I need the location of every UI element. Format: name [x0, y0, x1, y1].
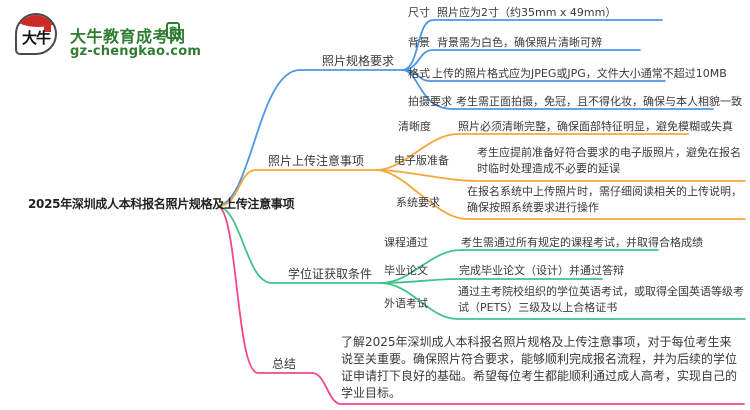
connector-upload-clarity: [375, 133, 689, 171]
node-size-label: 尺寸: [408, 6, 430, 19]
node-clarity-desc: 照片必须清晰完整，确保面部特征明显，避免模糊或失真: [458, 120, 733, 133]
logo-title: 大牛教育成考网: [70, 27, 186, 46]
connector-degree-thesis: [379, 278, 603, 284]
connector-degree-language: [379, 282, 746, 320]
node-eversion-label: 电子版准备: [394, 154, 449, 167]
node-eversion-desc: 考生应提前准备好符合要求的电子版照片，避免在报名时临时处理造成不必要的延误: [477, 146, 741, 175]
connector-upload-eversion: [375, 169, 746, 182]
node-thesis-desc: 完成毕业论文（设计）并通过答辩: [459, 264, 624, 277]
logo-bubble-icon: 大牛: [15, 13, 57, 55]
site-logo: 大牛 大牛教育成考网 章 gz-chengkao.com: [13, 11, 233, 61]
logo-stamp-icon: 章: [166, 22, 180, 39]
node-system-desc: 在报名系统中上传照片时，需仔细阅读相关的上传说明，确保按照系统要求进行操作: [467, 185, 742, 214]
node-course-desc: 考生需通过所有规定的课程考试，并取得合格成绩: [461, 236, 703, 249]
node-language-label: 外语考试: [384, 297, 428, 310]
node-system-label: 系统要求: [396, 196, 440, 209]
node-background-desc: 背景需为白色，确保照片清晰可辨: [437, 36, 602, 49]
connector-specs-size: [401, 19, 663, 71]
node-shooting-label: 拍摄要求: [408, 95, 452, 108]
node-thesis-label: 毕业论文: [384, 264, 428, 277]
branch-degree-label: 学位证获取条件: [288, 267, 373, 281]
connector-summary-text: [311, 372, 745, 405]
connector-upload-system: [375, 169, 746, 220]
node-format-label: 格式: [408, 67, 430, 80]
node-background-label: 背景: [408, 36, 430, 49]
logo-url: gz-chengkao.com: [70, 44, 202, 59]
branch-summary-label: 总结: [272, 357, 297, 371]
connector-specs-background: [401, 49, 641, 71]
connector-specs: [217, 69, 403, 207]
connector-degree-course: [379, 249, 659, 284]
node-course-label: 课程通过: [384, 236, 428, 249]
node-format-desc: 上传的照片格式应为JPEG或JPG，文件大小通常不超过10MB: [432, 67, 727, 80]
summary-text: 了解2025年深圳成人本科报名照片规格及上传注意事项，对于每位考生来说至关重要。…: [341, 335, 738, 400]
logo-bubble-text: 大牛: [21, 29, 51, 47]
connector-upload: [217, 169, 377, 207]
logo-hat-shape: [17, 15, 55, 27]
connector-specs-shooting: [401, 69, 714, 110]
branch-upload-label: 照片上传注意事项: [268, 154, 365, 168]
logo-seal-dot: [44, 25, 51, 32]
connector-degree: [217, 205, 381, 284]
branch-specs-label: 照片规格要求: [322, 54, 395, 68]
node-clarity-label: 清晰度: [398, 120, 431, 133]
node-shooting-desc: 考生需正面拍摄，免冠，且不得化妆，确保与本人相貌一致: [456, 95, 742, 108]
node-size-desc: 照片应为2寸（约35mm x 49mm）: [437, 6, 617, 19]
connector-summary: [217, 205, 313, 374]
root-node: 2025年深圳成人本科报名照片规格及上传注意事项: [28, 197, 295, 211]
node-language-desc: 通过主考院校组织的学位英语考试，或取得全国英语等级考试（PETS）三级及以上合格…: [458, 285, 744, 314]
